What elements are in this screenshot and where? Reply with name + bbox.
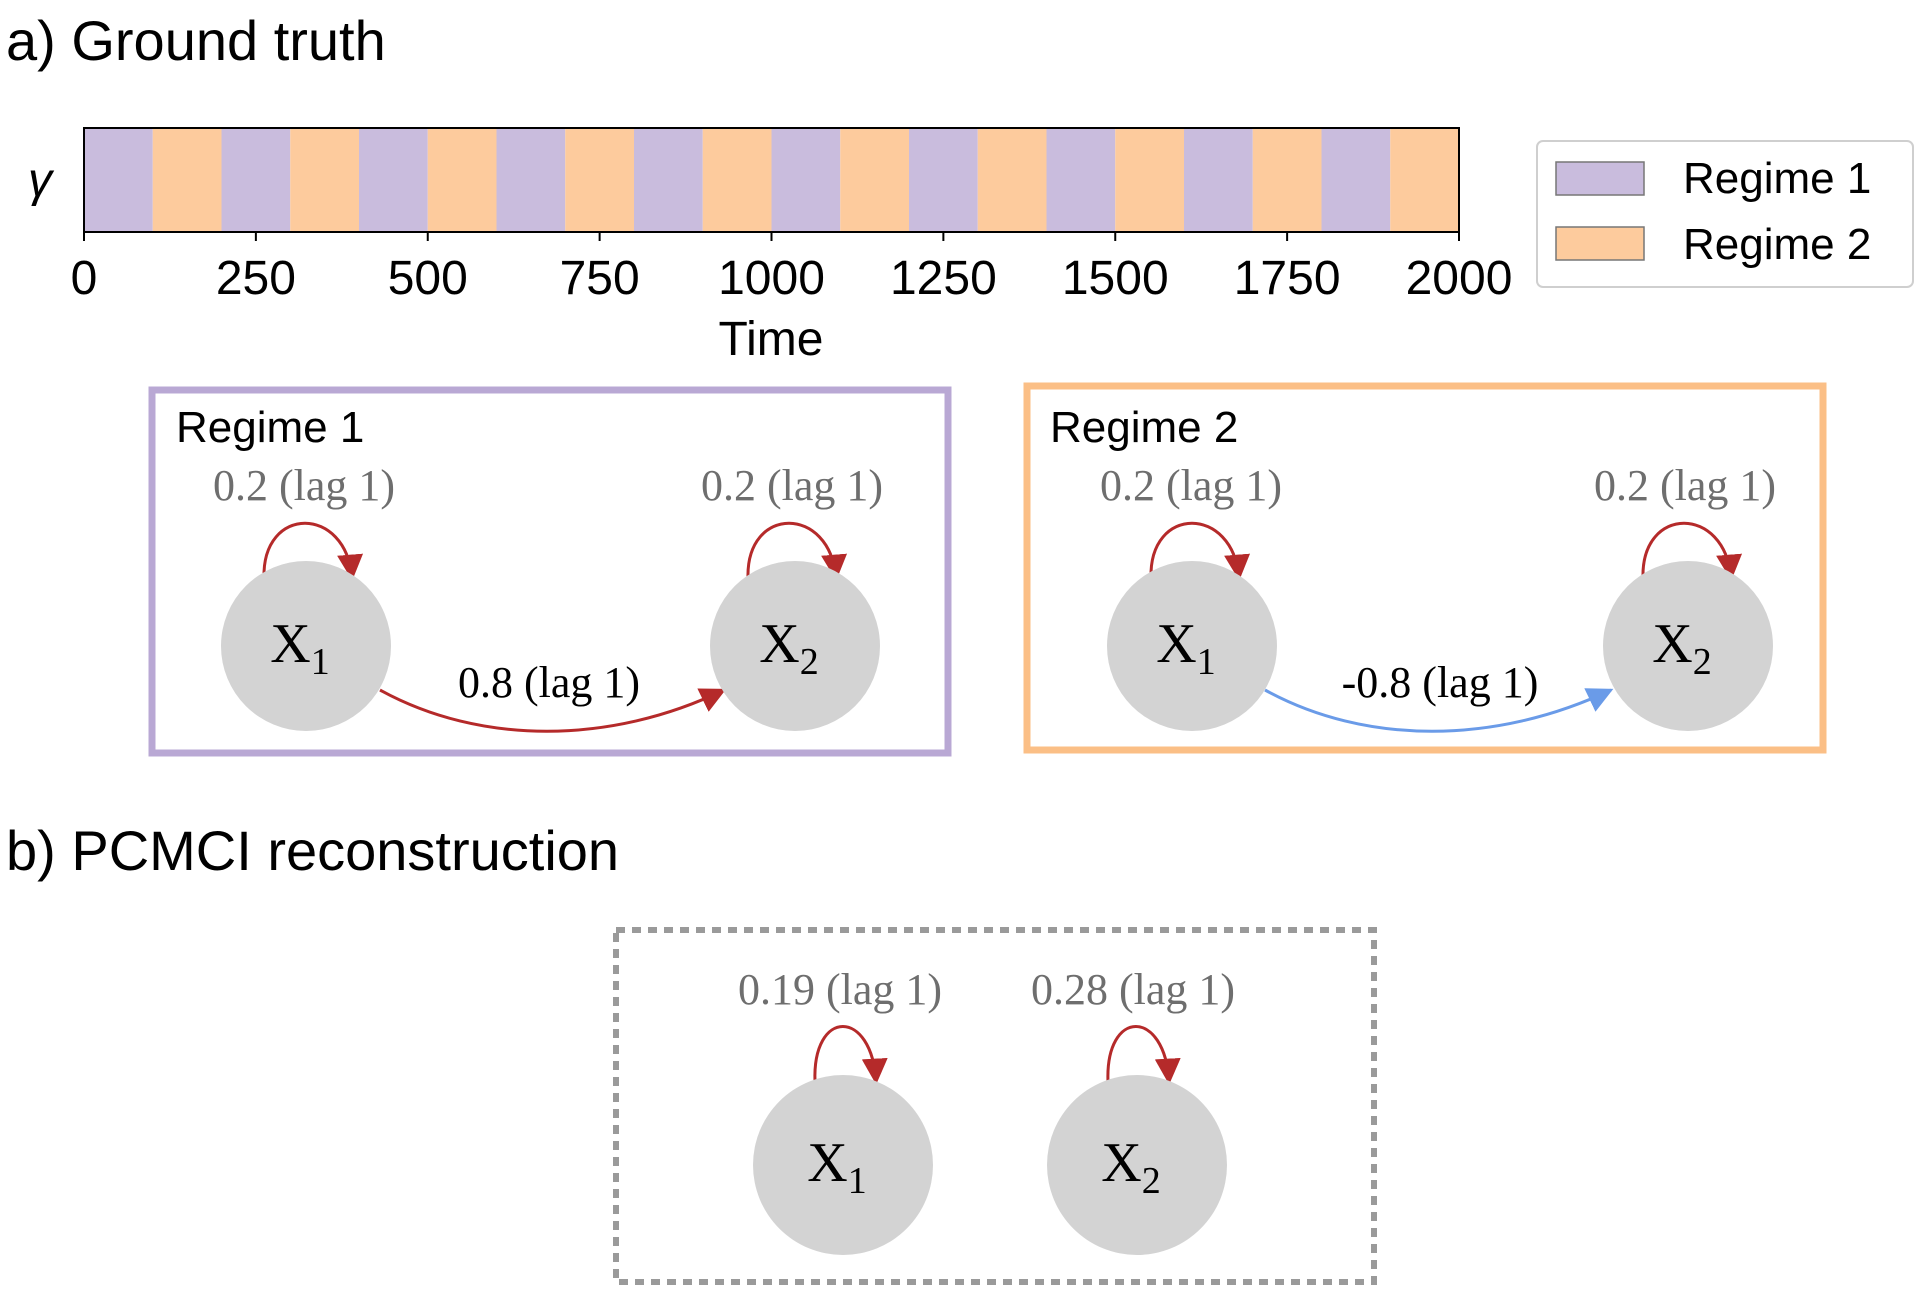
regime-2-title: Regime 2 — [1050, 403, 1238, 452]
regime-1-title: Regime 1 — [176, 403, 364, 452]
regime-2-node-x1 — [1107, 561, 1277, 731]
timeline-segment-8 — [565, 128, 634, 232]
pcmci-border — [613, 927, 1377, 1285]
timeline-segment-11 — [771, 128, 841, 232]
regime-1-cross-edge — [379, 688, 727, 733]
section-a-title: a) Ground truth — [6, 9, 386, 72]
timeline-segment-5 — [359, 128, 428, 232]
timeline-segment-13 — [909, 128, 978, 232]
x-tick-label: 0 — [71, 252, 98, 305]
pcmci-panel: 0.19 (lag 1) 0.28 (lag 1) X1 X2 — [613, 927, 1377, 1285]
x-tick-label: 1250 — [890, 252, 997, 305]
regime-2-node-x1-label: X1 — [1156, 613, 1215, 683]
timeline-segment-7 — [496, 128, 566, 232]
regime-2-self-loop-x2-label: 0.2 (lag 1) — [1594, 461, 1776, 510]
regime-2-panel: Regime 2 0.2 (lag 1) 0.2 (lag 1) -0.8 (l… — [1023, 382, 1827, 754]
timeline-segment-16 — [1115, 128, 1184, 232]
pcmci-node-x1 — [753, 1075, 933, 1255]
pcmci-node-x2-label: X2 — [1101, 1132, 1160, 1202]
regime-1-panel: Regime 1 0.2 (lag 1) 0.2 (lag 1) 0.8 (la… — [148, 386, 952, 757]
timeline-segment-2 — [152, 128, 222, 232]
pcmci-self-loop-x1-label: 0.19 (lag 1) — [738, 965, 942, 1014]
timeline-segment-19 — [1321, 128, 1391, 232]
y-axis-label: γ — [28, 154, 55, 207]
regime-2-border — [1023, 382, 1827, 754]
regime-2-node-x2 — [1603, 561, 1773, 731]
timeline-segment-18 — [1252, 128, 1322, 232]
regime-2-node-x2-label: X2 — [1652, 613, 1711, 683]
regime-1-node-x2-label: X2 — [759, 613, 818, 683]
regime-1-node-x1-label: X1 — [270, 613, 329, 683]
x-tick-label: 750 — [560, 252, 640, 305]
x-tick-label: 1750 — [1234, 252, 1341, 305]
timeline-segment-3 — [221, 128, 291, 232]
timeline-segment-12 — [840, 128, 909, 232]
regime-2-self-loop-x2 — [1641, 521, 1743, 581]
timeline-segment-20 — [1390, 128, 1459, 232]
timeline-segment-4 — [290, 128, 359, 232]
section-b-title: b) PCMCI reconstruction — [6, 819, 619, 882]
regime-2-self-loop-x1-label: 0.2 (lag 1) — [1100, 461, 1282, 510]
timeline-ticks: 0 250 500 750 1000 1250 1500 1750 2000 — [71, 232, 1513, 305]
pcmci-node-x1-label: X1 — [807, 1132, 866, 1202]
regime-1-border — [148, 386, 952, 757]
timeline-segment-6 — [427, 128, 497, 232]
regime-2-cross-edge-label: -0.8 (lag 1) — [1342, 658, 1539, 707]
timeline-segment-14 — [977, 128, 1047, 232]
x-tick-label: 500 — [388, 252, 468, 305]
pcmci-self-loop-x2-label: 0.28 (lag 1) — [1031, 965, 1235, 1014]
legend-swatch-regime-1 — [1555, 161, 1645, 196]
pcmci-self-loop-x2 — [1106, 1025, 1181, 1085]
timeline-segment-15 — [1046, 128, 1116, 232]
timeline-segment-9 — [634, 128, 703, 232]
x-tick-label: 1500 — [1062, 252, 1169, 305]
timeline-segment-17 — [1184, 128, 1253, 232]
regime-1-node-x2 — [710, 561, 880, 731]
timeline-segment-10 — [702, 128, 772, 232]
legend: Regime 1 Regime 2 — [1536, 140, 1914, 288]
timeline-segment-1 — [84, 128, 153, 232]
regime-1-self-loop-x1-label: 0.2 (lag 1) — [213, 461, 395, 510]
legend-label-regime-2: Regime 2 — [1683, 220, 1871, 269]
regime-1-self-loop-x1 — [262, 521, 364, 581]
regime-1-self-loop-x2 — [746, 521, 848, 581]
regime-1-node-x1 — [221, 561, 391, 731]
regime-1-cross-edge-label: 0.8 (lag 1) — [458, 658, 640, 707]
regime-2-self-loop-x1 — [1149, 521, 1251, 581]
pcmci-self-loop-x1 — [813, 1025, 888, 1085]
pcmci-node-x2 — [1047, 1075, 1227, 1255]
x-tick-label: 1000 — [718, 252, 825, 305]
x-axis-label: Time — [719, 313, 824, 366]
timeline-segments — [84, 128, 1459, 232]
legend-label-regime-1: Regime 1 — [1683, 154, 1871, 203]
x-tick-label: 2000 — [1406, 252, 1513, 305]
regime-2-cross-edge — [1264, 688, 1614, 733]
legend-swatch-regime-2 — [1555, 226, 1645, 261]
regime-1-self-loop-x2-label: 0.2 (lag 1) — [701, 461, 883, 510]
x-tick-label: 250 — [216, 252, 296, 305]
